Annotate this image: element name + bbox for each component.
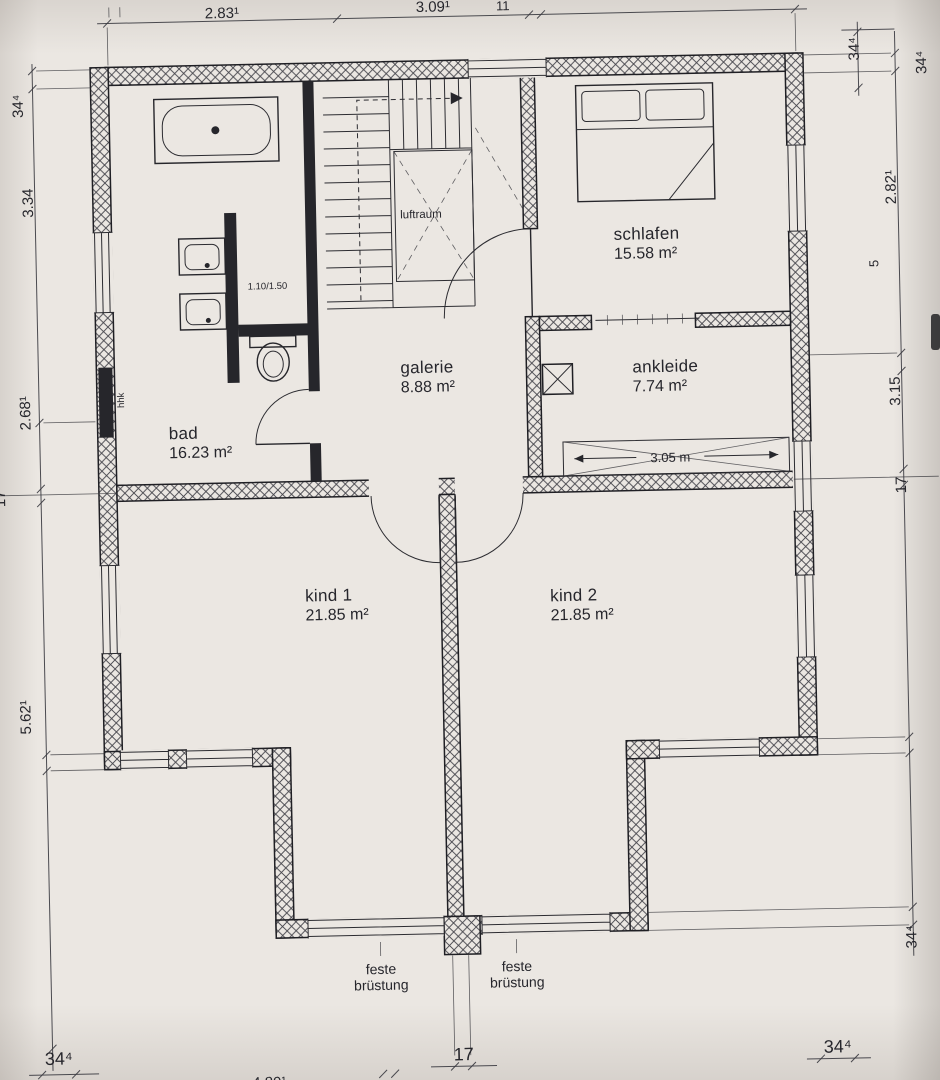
shaft-box: [541, 363, 574, 396]
door-kind1: [370, 494, 442, 564]
wall-galerie-ankleide: [524, 315, 544, 478]
window-kind2-east: [794, 574, 817, 658]
dim-top-2: 3.09¹: [416, 0, 451, 16]
window-top: [467, 57, 547, 79]
room-area-schlafen: 15.58 m²: [614, 245, 678, 263]
dim-left-5: 5.62¹: [17, 700, 35, 735]
dim-left-1: 34⁴: [10, 95, 27, 118]
window-southwest-b: [185, 747, 254, 769]
label-parapet-left-2: brüstung: [354, 976, 409, 993]
dim-bottom-3: 34⁴: [824, 1036, 852, 1057]
wall-toilet-back: [238, 323, 311, 337]
wall-schlafen-west: [519, 75, 539, 230]
dim-left-3: 2.68¹: [17, 396, 35, 431]
staircase: [322, 77, 526, 310]
door-schlafen: [443, 228, 534, 319]
dim-right-6: 17: [893, 476, 910, 493]
radiator: [98, 367, 114, 438]
dim-right-5: 3.15: [887, 376, 905, 406]
window-schlafen-east: [785, 144, 808, 232]
note-sill-heights: 1.10/1.50: [248, 281, 288, 293]
stair-walk-line: [356, 97, 451, 301]
sink-1: [177, 237, 227, 276]
fixtures: [98, 82, 791, 956]
label-parapet-right-2: brüstung: [490, 974, 545, 991]
label-wardrobe-dim: 3.05 m: [650, 449, 690, 465]
toilet: [248, 334, 297, 382]
stair-boundary: [327, 77, 476, 310]
windows: [92, 57, 817, 939]
dim-right-4: 5: [866, 260, 881, 268]
room-area-ankleide: 7.74 m²: [633, 377, 688, 395]
bed: [574, 82, 716, 203]
dim-bottom-2: 17: [454, 1044, 474, 1064]
window-southeast: [658, 736, 761, 760]
dim-top-3: 11: [496, 0, 510, 13]
room-area-kind1: 21.85 m²: [305, 606, 369, 624]
clothes-rail: [595, 313, 700, 326]
wall-bad-east-stub: [309, 443, 322, 482]
door-bad: [255, 388, 310, 446]
dim-left-2: 3.34: [20, 188, 38, 218]
scan-artifacts: [931, 314, 940, 350]
wall-schlafen-south-b: [694, 310, 792, 328]
stair-walk-arrow: [450, 92, 463, 105]
wall-right-drop: [625, 739, 649, 932]
door-openings: [368, 474, 524, 499]
room-label-galerie: galerie: [400, 357, 454, 377]
luftraum-cross: [393, 149, 475, 282]
dim-right-1: 34⁴: [846, 37, 863, 60]
room-label-bad: bad: [169, 424, 199, 444]
window-parapet-right: [481, 912, 611, 935]
room-area-kind2: 21.85 m²: [550, 606, 614, 624]
wall-schlafen-south-a: [538, 314, 593, 332]
window-parapet-left: [307, 915, 445, 939]
wall-central: [438, 493, 465, 918]
luftraum-void: [393, 149, 476, 282]
label-parapet-left-1: feste: [366, 961, 397, 978]
dim-right-7: 34⁴: [903, 925, 920, 948]
label-luftraum: luftraum: [400, 209, 442, 222]
wardrobe: [562, 436, 791, 477]
roof-slope-line: [475, 127, 526, 213]
dim-right-2: 34⁴: [913, 51, 930, 74]
window-southwest-a: [119, 749, 170, 771]
window-ankleide-east: [791, 440, 814, 512]
wall-left-drop: [271, 747, 296, 939]
room-label-schlafen: schlafen: [613, 224, 679, 244]
room-label-kind1: kind 1: [305, 585, 353, 605]
room-area-galerie: 8.88 m²: [401, 378, 456, 396]
window-bad-west: [92, 231, 115, 314]
room-area-bad: 16.23 m²: [169, 444, 233, 462]
dim-top-1: 2.83¹: [205, 5, 240, 23]
doors: [255, 228, 534, 564]
label-parapet-right-1: feste: [502, 958, 533, 975]
wall-bad-east: [302, 81, 320, 392]
wall-center-pier: [443, 915, 482, 956]
bathtub: [152, 96, 280, 165]
label-radiator: hhk: [116, 392, 127, 408]
window-kind1-west: [99, 564, 122, 655]
dim-bottom-1: 34⁴: [45, 1048, 73, 1069]
wall-top: [104, 52, 799, 87]
stair-treads-upper: [401, 78, 461, 150]
door-kind2: [454, 492, 524, 563]
dim-left-4: 17: [0, 490, 9, 507]
dim-bottom-4: 4.80¹: [252, 1074, 287, 1080]
room-label-ankleide: ankleide: [632, 356, 698, 376]
wall-bad-partition: [224, 212, 240, 384]
room-label-kind2: kind 2: [550, 585, 598, 605]
stair-treads: [322, 96, 393, 303]
sink-2: [179, 292, 228, 331]
dim-right-3: 2.82¹: [882, 170, 900, 205]
